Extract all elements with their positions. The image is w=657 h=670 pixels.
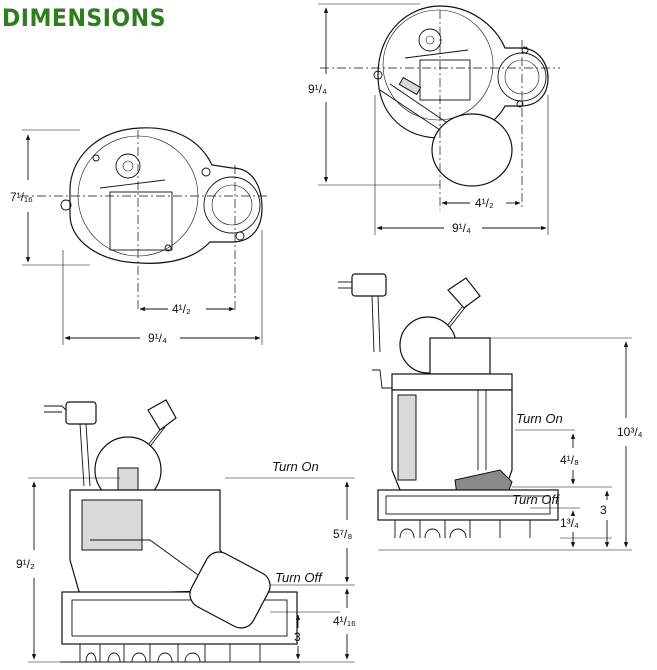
side-left-off-height: 4¹/₁₆ xyxy=(333,614,356,628)
side-right-turn-off: Turn Off xyxy=(512,492,560,507)
side-left-turn-on: Turn On xyxy=(272,459,319,474)
side-left-base: 3 xyxy=(294,630,301,644)
side-right-on-off: 4¹/₈ xyxy=(560,453,579,467)
side-left-on-off: 5⁷/₈ xyxy=(333,527,352,541)
side-view-right: 10³/₄ Turn On Turn Off 4¹/₈ 1³/₄ 3 xyxy=(338,273,643,551)
side-left-height: 9¹/₂ xyxy=(16,557,35,571)
top-left-height: 7¹/₁₆ xyxy=(10,190,33,204)
top-left-width: 9¹/₄ xyxy=(148,331,167,345)
diagram-title: DIMENSIONS xyxy=(2,4,166,32)
top-right-height: 9¹/₄ xyxy=(308,82,327,96)
side-right-turn-on: Turn On xyxy=(516,411,563,426)
top-left-bolt-span: 4¹/₂ xyxy=(172,302,191,316)
top-right-bolt-span: 4¹/₂ xyxy=(475,196,494,210)
side-right-height: 10³/₄ xyxy=(617,425,643,439)
side-view-left: 9¹/₂ Turn On Turn Off 5⁷/₈ 4¹/₁₆ 3 xyxy=(16,399,356,663)
side-right-off-height: 1³/₄ xyxy=(560,516,579,530)
side-right-base: 3 xyxy=(600,503,607,517)
top-right-width: 9¹/₄ xyxy=(452,221,471,235)
side-left-turn-off: Turn Off xyxy=(275,570,323,585)
top-view-right: 9¹/₄ 4¹/₂ 9¹/₄ xyxy=(308,3,560,235)
top-view-left: 7¹/₁₆ 4¹/₂ 9¹/₄ xyxy=(10,127,270,345)
